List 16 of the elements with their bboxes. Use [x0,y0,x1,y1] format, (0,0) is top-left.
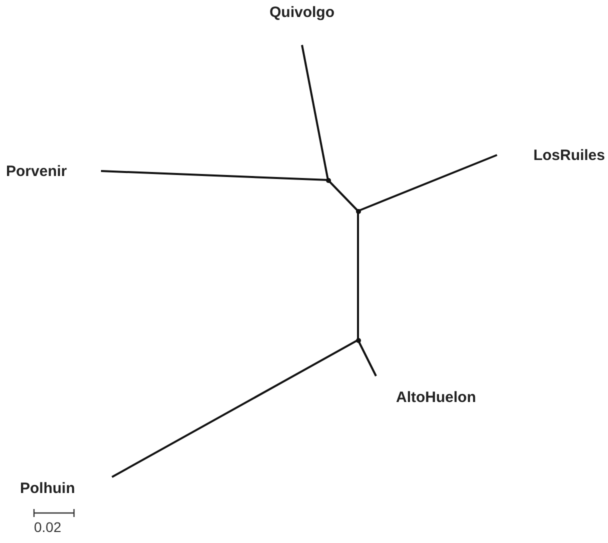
tree-branch [357,211,359,340]
tree-branch [357,340,377,376]
taxon-label: Quivolgo [270,4,334,21]
tree-branch [327,179,359,212]
taxon-label: AltoHuelon [396,389,476,406]
branch-junction [356,338,360,342]
scale-label: 0.02 [34,519,62,535]
taxon-label: Porvenir [6,162,67,180]
tree-branch [358,154,498,212]
taxon-label: Polhuin [20,480,75,497]
branch-junction [326,178,330,182]
tree-branch [301,44,329,180]
tree-branch [112,339,358,478]
taxon-label: LosRuiles [533,146,605,164]
branch-junction [356,208,360,214]
tree-branch [100,170,328,181]
